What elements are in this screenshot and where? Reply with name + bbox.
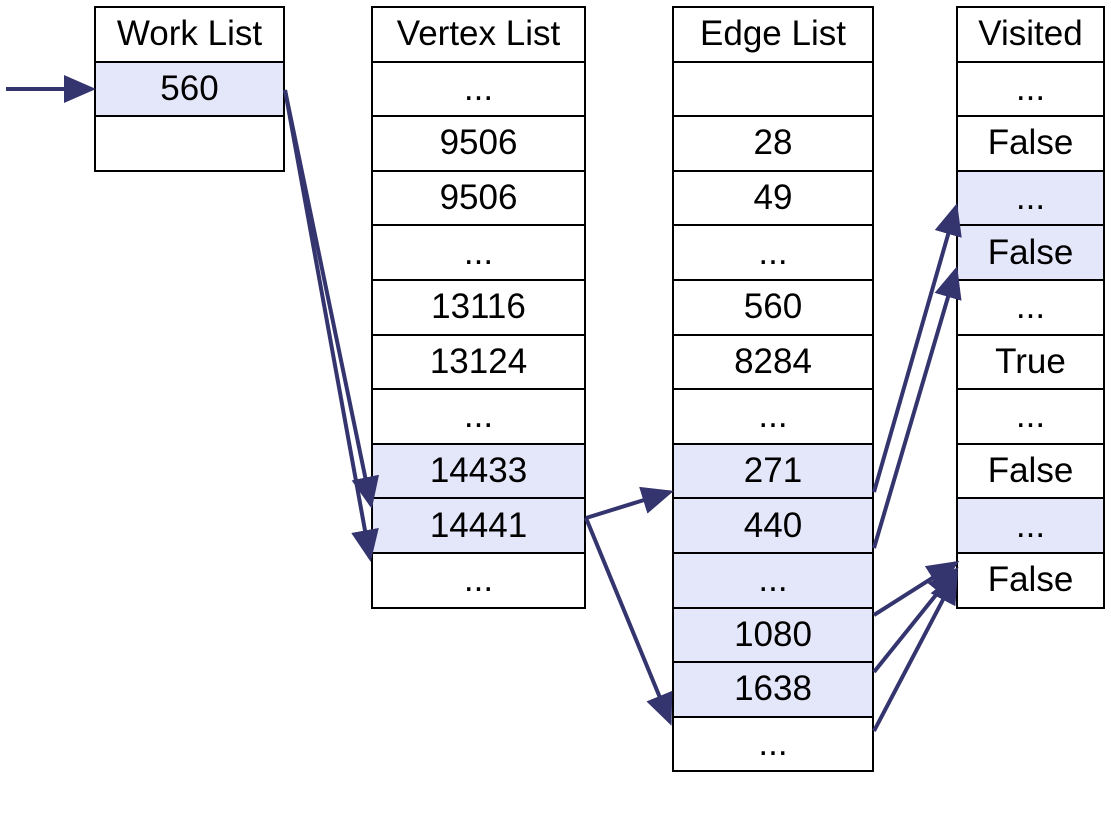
vertex-list-cell: ... <box>371 60 586 118</box>
edge-list-cell: 49 <box>672 169 874 227</box>
edge-list-table: Edge List 28 49 ... 560 8284 ... 271 440… <box>672 6 874 773</box>
vertex-list-cell: 14433 <box>371 442 586 500</box>
visited-list-header: Visited <box>956 6 1105 63</box>
edge-list-cell: ... <box>672 388 874 445</box>
edge-list-cell: 1638 <box>672 661 874 718</box>
edge-to-visited-arrow <box>872 571 958 732</box>
edge-list-cell: 440 <box>672 497 874 554</box>
work-list-cell <box>94 115 285 172</box>
vertex-list-cell: 9506 <box>371 115 586 172</box>
vertex-list-table: Vertex List ... 9506 9506 ... 13116 1312… <box>371 6 586 609</box>
vertex-list-cell: ... <box>371 388 586 445</box>
edge-list-cell: 560 <box>672 278 874 336</box>
vertex-list-cell: ... <box>371 224 586 281</box>
visited-list-cell: ... <box>956 278 1105 336</box>
visited-list-cell: False <box>956 224 1105 281</box>
edge-list-cell: ... <box>672 715 874 773</box>
work-list-table: Work List 560 <box>94 6 285 172</box>
visited-list-cell: False <box>956 115 1105 172</box>
visited-list-cell: False <box>956 442 1105 500</box>
edge-list-cell <box>672 60 874 118</box>
edge-list-cell: 271 <box>672 442 874 500</box>
edge-list-cell: 28 <box>672 115 874 172</box>
visited-list-cell: ... <box>956 169 1105 227</box>
visited-list-cell: True <box>956 333 1105 391</box>
work-list-header: Work List <box>94 6 285 63</box>
work-to-vertex-arrow <box>283 89 379 562</box>
vertex-list-cell: 13124 <box>371 333 586 391</box>
edge-list-cell: ... <box>672 551 874 609</box>
vertex-list-cell: 14441 <box>371 497 586 554</box>
vertex-list-cell: 13116 <box>371 278 586 336</box>
visited-list-cell: ... <box>956 388 1105 445</box>
edge-to-visited-arrow <box>872 203 962 493</box>
visited-list-table: Visited ... False ... False ... True ...… <box>956 6 1105 609</box>
vertex-to-edge-arrow <box>585 486 674 520</box>
edge-list-cell: 1080 <box>672 606 874 664</box>
vertex-list-header: Vertex List <box>371 6 586 63</box>
work-to-vertex-arrow <box>283 89 380 509</box>
work-list-cell: 560 <box>94 60 285 118</box>
edge-to-visited-arrow <box>872 266 962 549</box>
visited-list-cell: ... <box>956 497 1105 554</box>
edge-list-header: Edge List <box>672 6 874 63</box>
edge-to-visited-arrow <box>872 566 959 674</box>
visited-list-cell: ... <box>956 60 1105 118</box>
vertex-list-cell: ... <box>371 551 586 609</box>
vertex-to-edge-arrow <box>584 517 673 726</box>
edge-to-visited-arrow <box>872 560 960 617</box>
edge-list-cell: ... <box>672 224 874 281</box>
visited-list-cell: False <box>956 551 1105 609</box>
vertex-list-cell: 9506 <box>371 169 586 227</box>
edge-list-cell: 8284 <box>672 333 874 391</box>
